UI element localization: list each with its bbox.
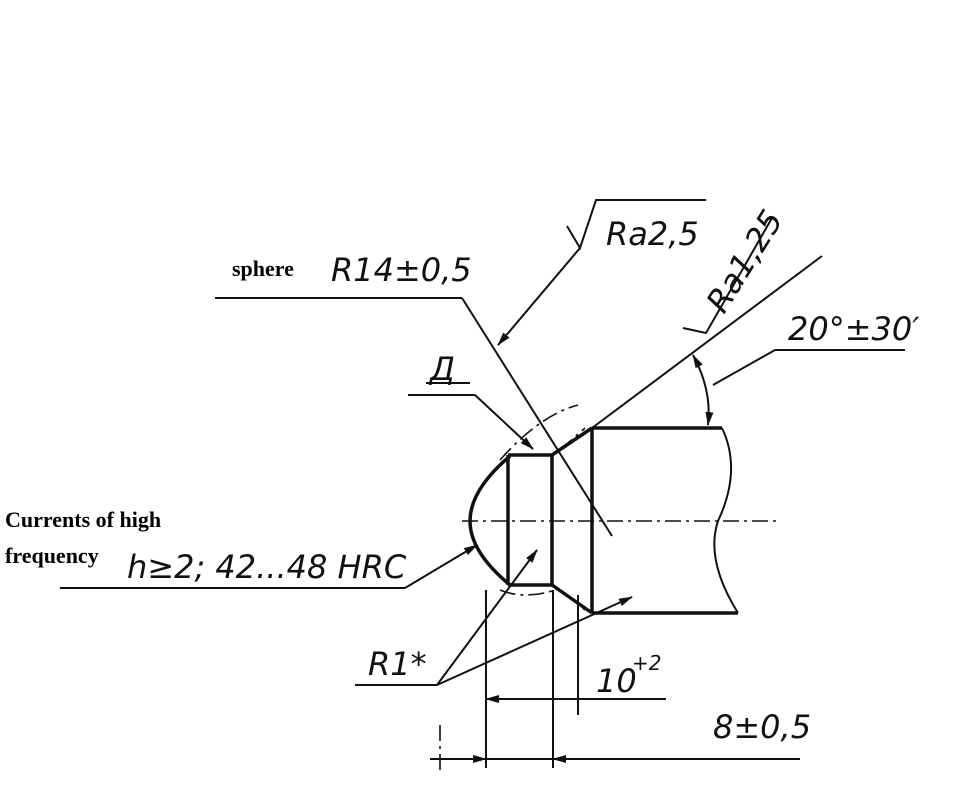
- roughness-label-cone: Ra1,25: [699, 203, 791, 319]
- hardening-note-line1: Currents of high: [5, 507, 161, 532]
- length-8-label: 8±0,5: [713, 708, 811, 746]
- length-10-tolerance: +2: [632, 651, 661, 675]
- sphere-note: sphere: [232, 256, 294, 281]
- cone-dash-bottom: [559, 589, 586, 611]
- shaft-break-line: [713, 427, 739, 614]
- fillet-radius-label: R1*: [368, 645, 427, 683]
- roughness-symbol-sphere: [566, 199, 706, 251]
- hardening-spec-label: h≥2; 42...48 HRC: [127, 548, 407, 586]
- roughness-leader-sphere: [497, 247, 581, 346]
- section-mark-label: Д: [428, 350, 455, 388]
- sphere-construction-arc: [499, 404, 579, 461]
- angle-label: 20°±30′: [788, 310, 920, 348]
- length-10-label: 10: [596, 662, 637, 700]
- hardening-note-line2: frequency: [5, 543, 99, 568]
- cone-dash-top: [559, 427, 586, 451]
- roughness-symbol-cone: [682, 217, 773, 335]
- hardening-leader-diagonal: [404, 544, 478, 589]
- roughness-label-sphere: Ra2,5: [606, 215, 699, 253]
- sphere-radius-label: R14±0,5: [331, 251, 472, 289]
- sphere-lower-arc: [499, 589, 556, 596]
- angle-arc: [692, 354, 714, 426]
- cone-extension-line: [591, 255, 823, 429]
- fillet-leader-right: [436, 596, 633, 686]
- sphere-head-outline: [468, 454, 512, 587]
- sphere-leader-diagonal: [461, 297, 613, 537]
- angle-leader-diagonal: [712, 349, 776, 386]
- section-leader-diagonal: [474, 394, 534, 450]
